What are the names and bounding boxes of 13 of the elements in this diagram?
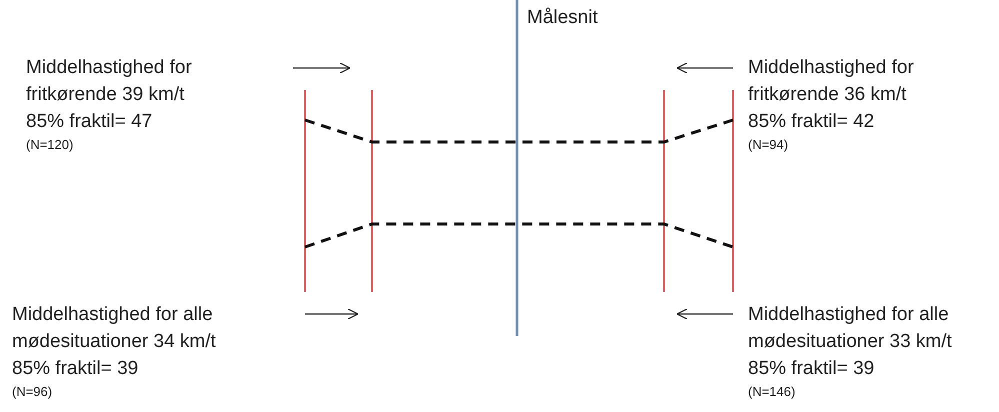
speed-note: Middelhastighed for alle mødesituationer 33 km/t <box>748 303 953 354</box>
section-label: Målesnit <box>527 6 598 30</box>
speed-note: Middelhastighed for alle mødesituationer 34 km/t <box>12 303 217 354</box>
percentile-note: 85% fraktil= 39 <box>12 357 138 381</box>
speed-note: Middelhastighed for fritkørende 39 km/t <box>26 56 193 107</box>
sample-size-note: (N=120) <box>26 136 74 154</box>
sample-size-note: (N=96) <box>12 383 52 401</box>
sample-size-note: (N=146) <box>748 383 796 401</box>
speed-note: Middelhastighed for fritkørende 36 km/t <box>748 56 915 107</box>
sample-size-note: (N=94) <box>748 136 788 154</box>
percentile-note: 85% fraktil= 42 <box>748 110 874 134</box>
percentile-note: 85% fraktil= 47 <box>26 110 152 134</box>
percentile-note: 85% fraktil= 39 <box>748 357 874 381</box>
